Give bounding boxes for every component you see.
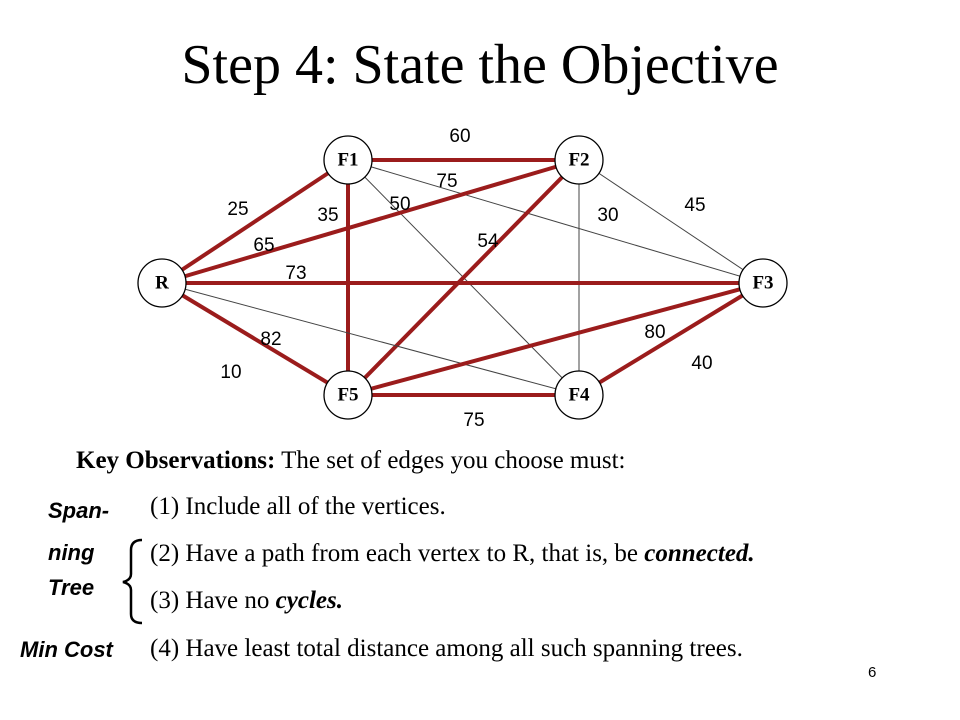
observation-3-text: Have no xyxy=(185,587,270,614)
node-f2: F2 xyxy=(554,135,604,185)
edge-weight-f1-f4: 50 xyxy=(389,194,410,215)
edge-weight-r-f1: 25 xyxy=(227,199,248,220)
node-f3-label: F3 xyxy=(752,272,773,293)
observation-1: (1) Include all of the vertices. xyxy=(150,492,446,522)
node-f5-circle xyxy=(323,370,373,420)
observation-4-num: (4) xyxy=(150,635,180,662)
node-f1-label: F1 xyxy=(337,149,358,170)
edge-weight-r-f5: 10 xyxy=(220,362,241,383)
edge-weight-r-f3: 73 xyxy=(285,263,306,284)
observation-4: (4) Have least total distance among all … xyxy=(150,634,743,664)
spanning-label-1: Span- xyxy=(48,498,110,523)
edge-weight-f1-f5: 35 xyxy=(317,205,338,226)
edge-weight-f2-f4: 30 xyxy=(597,205,618,226)
key-observations-heading: Key Observations: xyxy=(76,447,276,474)
node-f4-label: F4 xyxy=(568,384,590,405)
observation-3: (3) Have no cycles. xyxy=(150,586,343,616)
node-f3: F3 xyxy=(738,258,788,308)
edge-weight-f1-f2: 60 xyxy=(449,126,470,147)
page-number: 6 xyxy=(868,664,877,681)
edge-f3-f4 xyxy=(577,281,765,397)
observation-2-emphasis: connected. xyxy=(644,540,755,567)
node-f4: F4 xyxy=(554,370,604,420)
node-r-circle xyxy=(137,258,187,308)
observation-1-text: Include all of the vertices. xyxy=(185,493,446,520)
edge-weight-f5-f4: 75 xyxy=(463,410,484,431)
node-r: R xyxy=(137,258,187,308)
edge-weight-f2-f5: 54 xyxy=(477,231,499,252)
edge-f3-f5 xyxy=(347,281,764,397)
edge-weight-f1-f3: 75 xyxy=(436,171,457,192)
key-observations-intro: The set of edges you choose must: xyxy=(281,447,626,474)
edge-weight-r-f2: 65 xyxy=(253,235,274,256)
edge-r-f4 xyxy=(161,282,580,396)
edge-weight-f2-f3: 45 xyxy=(684,195,705,216)
min-cost-label: Min Cost xyxy=(20,637,113,662)
observation-3-emphasis: cycles. xyxy=(275,587,343,614)
node-f1: F1 xyxy=(323,135,373,185)
edge-weight-r-f4: 82 xyxy=(260,329,281,350)
node-f5: F5 xyxy=(323,370,373,420)
edge-r-f5 xyxy=(160,281,350,397)
edge-weight-labels: 60 75 50 25 35 65 54 30 45 73 82 10 80 40 75 xyxy=(220,126,712,431)
spanning-tree-brace xyxy=(122,538,143,625)
node-f2-label: F2 xyxy=(568,149,589,170)
observation-1-num: (1) xyxy=(150,493,180,520)
key-observations-line: Key Observations: The set of edges you c… xyxy=(76,446,625,476)
node-f4-circle xyxy=(554,370,604,420)
node-f5-label: F5 xyxy=(337,384,358,405)
observation-2-num: (2) xyxy=(150,540,180,567)
graph-edges xyxy=(160,158,765,397)
edge-f1-f3 xyxy=(347,159,764,284)
observation-2: (2) Have a path from each vertex to R, t… xyxy=(150,539,755,569)
edge-weight-f3-f5: 80 xyxy=(644,322,665,343)
edge-weight-f3-f4: 40 xyxy=(691,353,712,374)
node-f1-circle xyxy=(323,135,373,185)
observation-4-text: Have least total distance among all such… xyxy=(185,635,743,662)
node-r-label: R xyxy=(155,272,169,293)
spanning-label-2: ning xyxy=(48,540,95,565)
node-f2-circle xyxy=(554,135,604,185)
slide-title: Step 4: State the Objective xyxy=(181,34,779,96)
edge-f2-f5 xyxy=(346,158,581,397)
spanning-label-3: Tree xyxy=(48,575,95,600)
observation-3-num: (3) xyxy=(150,587,180,614)
observation-2-text: Have a path from each vertex to R, that … xyxy=(185,540,639,567)
node-f3-circle xyxy=(738,258,788,308)
edge-f2-f3 xyxy=(578,159,764,284)
edge-r-f1 xyxy=(160,158,350,285)
edge-r-f2 xyxy=(161,158,580,285)
